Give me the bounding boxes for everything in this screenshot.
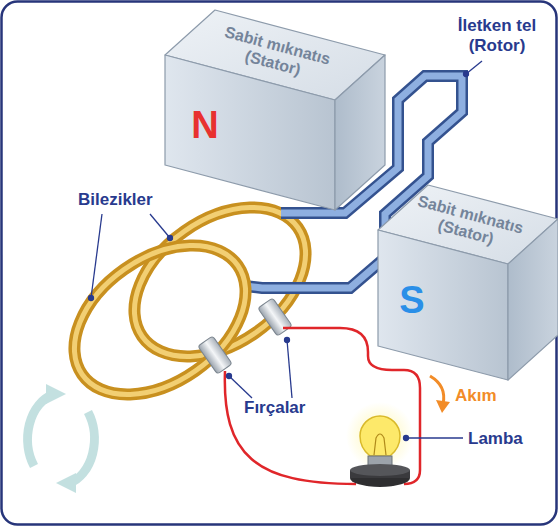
current-arrow-part — [436, 400, 450, 413]
label-anchor: İletken tel (Rotor) — [445, 16, 549, 55]
magnet-north: Sabit mıknatıs (Stator)N — [160, 8, 392, 214]
leader-lines-part — [285, 338, 290, 343]
slip-ring-front — [47, 215, 274, 426]
slip-ring-front-part — [47, 215, 274, 426]
leader-lines-part — [227, 374, 232, 379]
label-anchor: Akım — [455, 386, 497, 406]
rotation-arrow-part — [56, 473, 76, 493]
rotation-arrow — [28, 384, 95, 493]
brushes-part — [198, 336, 232, 374]
lamp-part — [360, 416, 400, 456]
leader-lines-part — [404, 436, 409, 441]
magnet-face — [378, 230, 508, 380]
lamp-part — [346, 402, 414, 470]
lamp — [346, 402, 414, 487]
part-label: Bilezikler — [78, 190, 153, 210]
circuit-wire-part — [225, 371, 356, 484]
lamp-part — [374, 434, 386, 455]
label-anchor: Bilezikler — [78, 190, 153, 210]
text-anchor: N — [191, 106, 218, 144]
magnet-face — [165, 55, 335, 210]
leader-lines-part — [168, 236, 173, 241]
leader-lines-part — [89, 296, 94, 301]
leader-lines-part — [91, 214, 102, 298]
circuit-wire — [225, 328, 420, 484]
leader-lines-part — [406, 437, 463, 438]
leader-lines-part — [150, 214, 170, 238]
leader-lines-part — [464, 72, 469, 77]
current-label: Akım — [455, 386, 497, 406]
rotation-arrow-part — [28, 395, 52, 466]
current-arrow — [430, 376, 450, 413]
slip-ring-front-part — [47, 215, 274, 426]
magnet-face — [508, 219, 558, 380]
rotation-arrow-part — [46, 384, 66, 404]
part-label: İletken tel (Rotor) — [445, 16, 549, 55]
magnet-face — [335, 55, 385, 210]
part-label: Fırçalar — [244, 398, 305, 418]
brushes — [198, 298, 292, 374]
label-anchor: Lamba — [468, 429, 523, 449]
leader-lines-part — [287, 340, 292, 398]
label-anchor: Fırçalar — [244, 398, 305, 418]
current-arrow-part — [430, 376, 444, 404]
text-anchor: S — [399, 281, 424, 319]
brushes-part — [258, 298, 292, 336]
rotation-arrow-part — [70, 412, 94, 483]
pole-letter: N — [191, 106, 218, 144]
magnet-south: Sabit mıknatıs (Stator)S — [376, 183, 558, 383]
leader-lines-part — [229, 376, 252, 398]
part-label: Lamba — [468, 429, 523, 449]
lamp-part — [350, 464, 410, 476]
pole-letter: S — [399, 281, 424, 319]
